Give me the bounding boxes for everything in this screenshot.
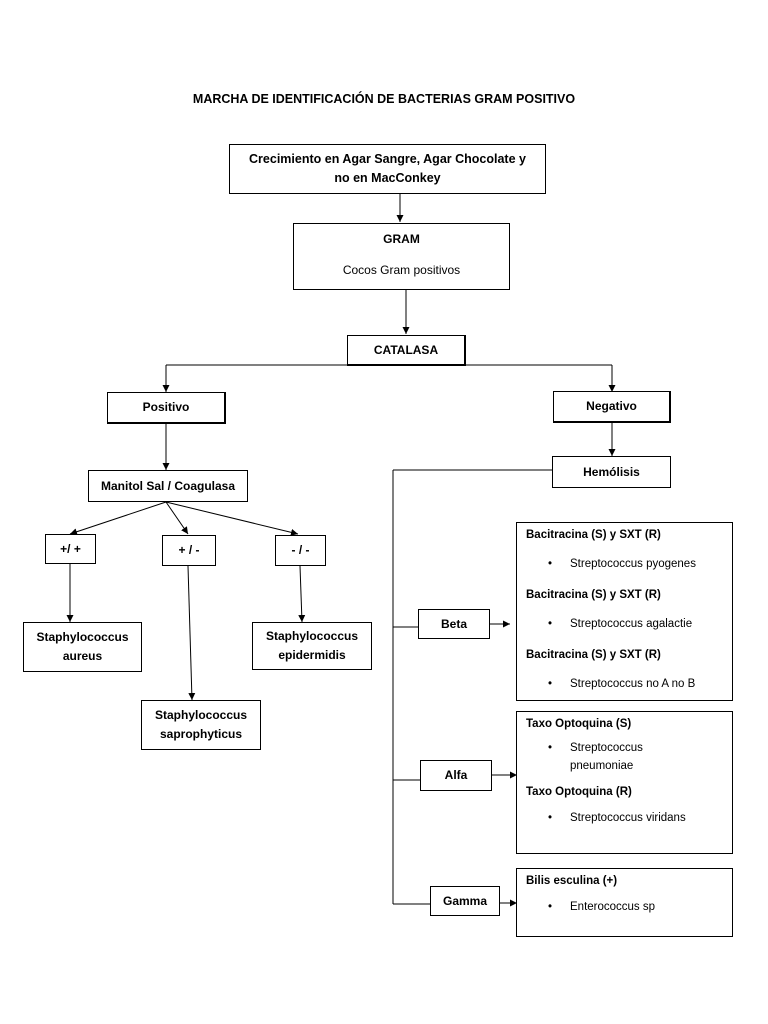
growth-condition-box: Crecimiento en Agar Sangre, Agar Chocola… [229, 144, 546, 194]
catalasa-box: CATALASA [347, 335, 466, 366]
panel-organism: • Streptococcus agalactie [526, 616, 723, 634]
organism-species: pneumoniae [570, 759, 634, 772]
organism-name: Streptococcus agalactie [570, 617, 693, 630]
organism-genus: Staphylococcus [154, 708, 248, 723]
hemolisis-box: Hemólisis [552, 456, 671, 488]
arrow-pm-to-saprophyticus [187, 565, 196, 701]
panel-test: Bilis esculina (+) [526, 875, 618, 887]
result-box-neg-neg: - / - [275, 535, 326, 566]
diagram-title: MARCHA DE IDENTIFICACIÓN DE BACTERIAS GR… [192, 92, 576, 106]
arrow-manitol-to-mm [165, 501, 299, 536]
bullet-icon: • [548, 901, 553, 913]
panel-organism: • Streptococcus viridans [526, 810, 723, 828]
hemolysis-type-gamma: Gamma [430, 886, 500, 916]
panel-test: Taxo Optoquina (R) [526, 785, 632, 798]
organism-box-aureus: Staphylococcus aureus [23, 622, 142, 672]
gram-result: Cocos Gram positivos [342, 262, 461, 277]
panel-test: Bacitracina (S) y SXT (R) [526, 648, 661, 661]
positivo-box: Positivo [107, 392, 226, 424]
organism-genus: Staphylococcus [36, 630, 129, 645]
organism-species: aureus [62, 649, 103, 663]
bullet-icon: • [548, 617, 553, 630]
panel-organism: • Enterococcus sp [526, 899, 723, 917]
growth-line-2: no en MacConkey [334, 171, 441, 185]
organism-name: Streptococcus viridans [570, 811, 686, 824]
panel-organism: • Streptococcus pyogenes [526, 556, 723, 574]
manitol-coagulasa-box: Manitol Sal / Coagulasa [88, 470, 248, 502]
panel-test: Bacitracina (S) y SXT (R) [526, 529, 661, 541]
organism-species: epidermidis [278, 648, 346, 662]
organism-name: Streptococcus pyogenes [570, 558, 696, 570]
arrow-manitol-to-pp [69, 501, 167, 536]
alfa-results-panel: Taxo Optoquina (S) • Streptococcus pneum… [516, 711, 733, 854]
panel-test: Bacitracina (S) y SXT (R) [526, 588, 661, 601]
arrow-mm-to-epidermidis [298, 565, 306, 623]
organism-box-saprophyticus: Staphylococcus saprophyticus [141, 700, 261, 750]
organism-name: Streptococcus no A no B [570, 677, 696, 690]
hemolysis-type-beta: Beta [418, 609, 490, 639]
panel-test: Taxo Optoquina (S) [526, 718, 632, 730]
bullet-icon: • [548, 558, 553, 570]
growth-line-1: Crecimiento en Agar Sangre, Agar Chocola… [249, 151, 526, 166]
organism-box-epidermidis: Staphylococcus epidermidis [252, 622, 372, 670]
gram-box: GRAM Cocos Gram positivos [293, 223, 510, 290]
organism-name: Enterococcus sp [570, 901, 656, 913]
result-box-pos-neg: + / - [162, 535, 216, 566]
organism-genus: Streptococcus [570, 742, 643, 754]
negativo-box: Negativo [553, 391, 671, 423]
hemolysis-type-alfa: Alfa [420, 760, 492, 791]
bullet-icon: • [548, 811, 553, 824]
panel-organism: • Streptococcus no A no B [526, 676, 723, 694]
organism-species: saprophyticus [159, 727, 243, 741]
result-box-pos-pos: +/ + [45, 534, 96, 564]
beta-results-panel: Bacitracina (S) y SXT (R) • Streptococcu… [516, 522, 733, 701]
bullet-icon: • [548, 677, 553, 690]
arrow-manitol-to-pm [165, 501, 189, 535]
gram-label: GRAM [383, 232, 420, 246]
bullet-icon: • [548, 742, 553, 754]
organism-genus: Staphylococcus [265, 629, 359, 644]
panel-organism: • Streptococcus pneumoniae [526, 740, 723, 776]
gamma-results-panel: Bilis esculina (+) • Enterococcus sp [516, 868, 733, 937]
